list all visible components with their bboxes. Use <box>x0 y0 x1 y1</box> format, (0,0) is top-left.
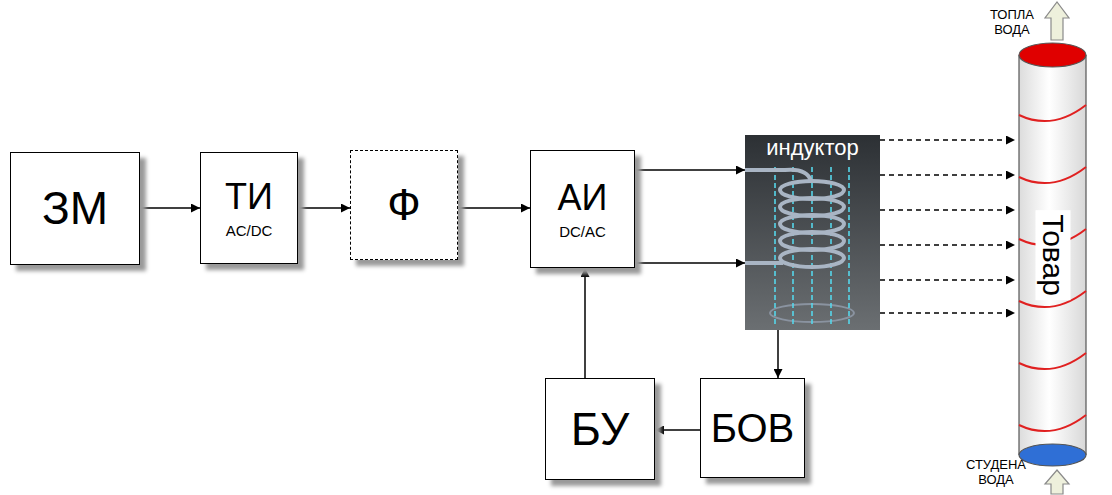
heating-coil-turn <box>1019 353 1086 369</box>
cold-end <box>1019 444 1086 466</box>
signal-arrow <box>777 330 779 378</box>
signal-arrow <box>584 268 586 378</box>
heating-coil-turn <box>1019 105 1086 121</box>
water-label: СТУДЕНА ВОДА <box>960 458 1032 488</box>
block-name: АИ <box>558 178 608 218</box>
process-box: БУ <box>545 378 655 480</box>
inductor-illustration <box>745 135 880 330</box>
field-arrow <box>880 312 1015 314</box>
block-name: Товар <box>1035 210 1070 300</box>
process-box: АИ DC/AC <box>530 150 635 268</box>
block-name: Ф <box>387 181 420 229</box>
process-box: ЗМ <box>10 152 140 265</box>
field-arrow <box>880 279 1015 281</box>
heating-coil-turn <box>1019 167 1086 183</box>
inductor-photo: индуктор <box>745 135 880 330</box>
photo-background <box>745 135 880 330</box>
signal-arrow <box>635 262 745 264</box>
field-line <box>811 167 813 325</box>
water-label: ТОПЛА ВОДА <box>984 8 1040 38</box>
block-name: БОВ <box>711 406 795 450</box>
signal-arrow <box>140 207 200 209</box>
cold-water-arrow <box>1045 470 1069 494</box>
signal-arrow <box>635 169 745 171</box>
field-arrow <box>880 209 1015 211</box>
optional-box: Ф <box>350 150 458 260</box>
field-arrow <box>880 174 1015 176</box>
process-box: ТИ AC/DC <box>200 152 298 264</box>
coil-lead <box>745 261 783 265</box>
cylinder-side <box>1085 55 1086 455</box>
block-subtitle: DC/AC <box>559 224 606 241</box>
block-subtitle: AC/DC <box>226 223 273 240</box>
cylinder-body <box>1019 55 1086 455</box>
hot-end <box>1019 43 1086 67</box>
field-line <box>774 167 776 325</box>
coil-turn <box>780 249 844 267</box>
signal-arrow <box>655 429 700 431</box>
block-name: индуктор <box>766 136 858 160</box>
signal-arrow <box>458 207 530 209</box>
process-box: БОВ <box>700 378 805 478</box>
block-name: БУ <box>571 404 629 455</box>
field-arrow <box>880 139 1015 141</box>
heating-coil-turn <box>1019 415 1086 431</box>
hot-water-arrow <box>1045 2 1069 40</box>
field-line <box>792 167 794 325</box>
field-line <box>830 167 832 325</box>
block-name: ТИ <box>225 177 273 217</box>
field-arrow <box>880 244 1015 246</box>
workpiece-cylinder: Товар <box>1015 40 1090 470</box>
field-line <box>848 167 850 325</box>
coil-lead <box>745 170 811 181</box>
signal-arrow <box>298 207 350 209</box>
block-name: ЗМ <box>42 183 108 234</box>
